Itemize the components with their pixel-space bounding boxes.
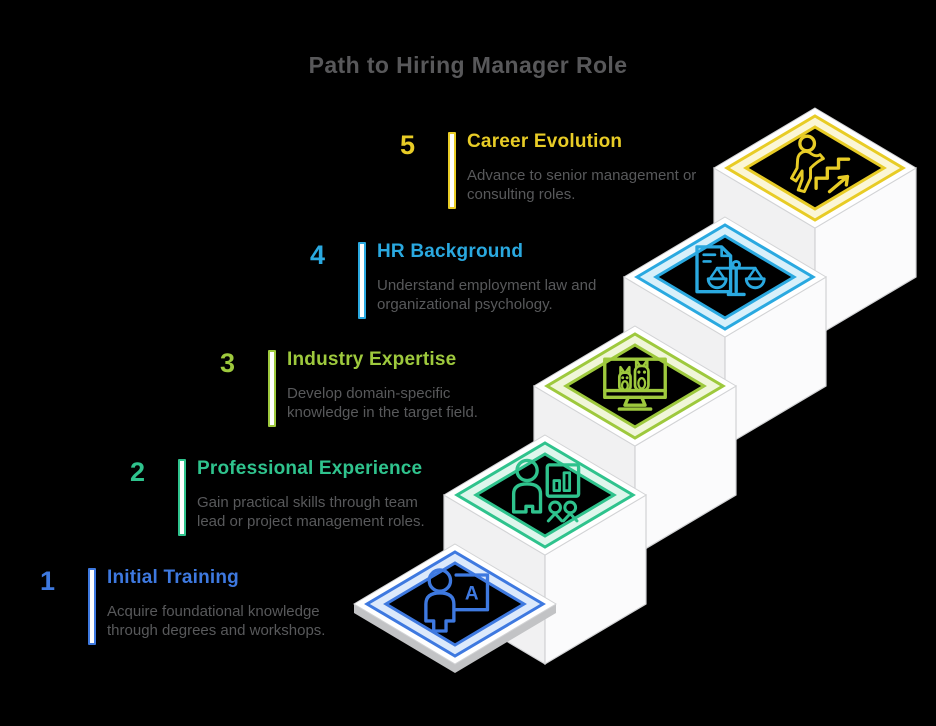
step-description: Understand employment law and organizati…	[377, 276, 596, 314]
step-5-platform	[713, 107, 917, 339]
step-diamond-inner-frame	[743, 125, 887, 211]
page-title: Path to Hiring Manager Role	[308, 52, 628, 78]
step-diamond-inner-frame	[653, 234, 797, 320]
step-description: Advance to senior management or consulti…	[467, 166, 696, 204]
step-description-line: knowledge in the target field.	[287, 404, 478, 421]
step-description-line: organizational psychology.	[377, 296, 553, 313]
step-2-text-block: 2 Professional Experience Gain practical…	[95, 457, 440, 549]
step-description-line: Gain practical skills through team	[197, 494, 418, 511]
step-number: 2	[129, 457, 145, 487]
step-accent-bar	[268, 350, 276, 427]
step-description: Acquire foundational knowledge through d…	[107, 602, 325, 640]
step-title: Career Evolution	[467, 131, 623, 152]
step-description-line: Advance to senior management or	[467, 167, 697, 184]
step-description: Gain practical skills through team lead …	[197, 493, 425, 531]
step-number: 3	[219, 348, 235, 378]
step-1-platform: A	[353, 543, 557, 673]
step-title: Industry Expertise	[287, 349, 457, 370]
step-title: HR Background	[377, 241, 524, 262]
step-description-line: through degrees and workshops.	[107, 622, 326, 639]
career-stairs-icon	[790, 134, 851, 194]
step-description: Develop domain-specific knowledge in the…	[287, 384, 478, 422]
step-description-line: Develop domain-specific	[287, 385, 451, 402]
step-4-text-block: 4 HR Background Understand employment la…	[275, 240, 620, 332]
step-description-line: Understand employment law and	[377, 277, 597, 294]
step-number: 5	[399, 130, 415, 160]
step-accent-bar	[358, 242, 366, 319]
step-accent-bar	[448, 132, 456, 209]
step-title: Initial Training	[107, 567, 239, 588]
step-number: 4	[309, 240, 325, 270]
step-description-line: lead or project management roles.	[197, 513, 425, 530]
person-board-a-icon: A	[424, 568, 490, 633]
step-5-text-block: 5 Career Evolution Advance to senior man…	[365, 130, 710, 222]
step-3-text-block: 3 Industry Expertise Develop domain-spec…	[185, 348, 530, 440]
step-accent-bar	[88, 568, 96, 645]
step-accent-bar	[178, 459, 186, 536]
svg-text:A: A	[465, 584, 479, 605]
step-title: Professional Experience	[197, 458, 423, 479]
presenter-chart-icon	[511, 458, 581, 523]
step-description-line: consulting roles.	[467, 186, 576, 203]
step-description-line: Acquire foundational knowledge	[107, 603, 320, 620]
step-1-text-block: 1 Initial Training Acquire foundational …	[5, 566, 350, 658]
monitor-owls-icon	[603, 357, 667, 411]
step-number: 1	[39, 566, 55, 596]
document-scales-icon	[695, 245, 766, 297]
